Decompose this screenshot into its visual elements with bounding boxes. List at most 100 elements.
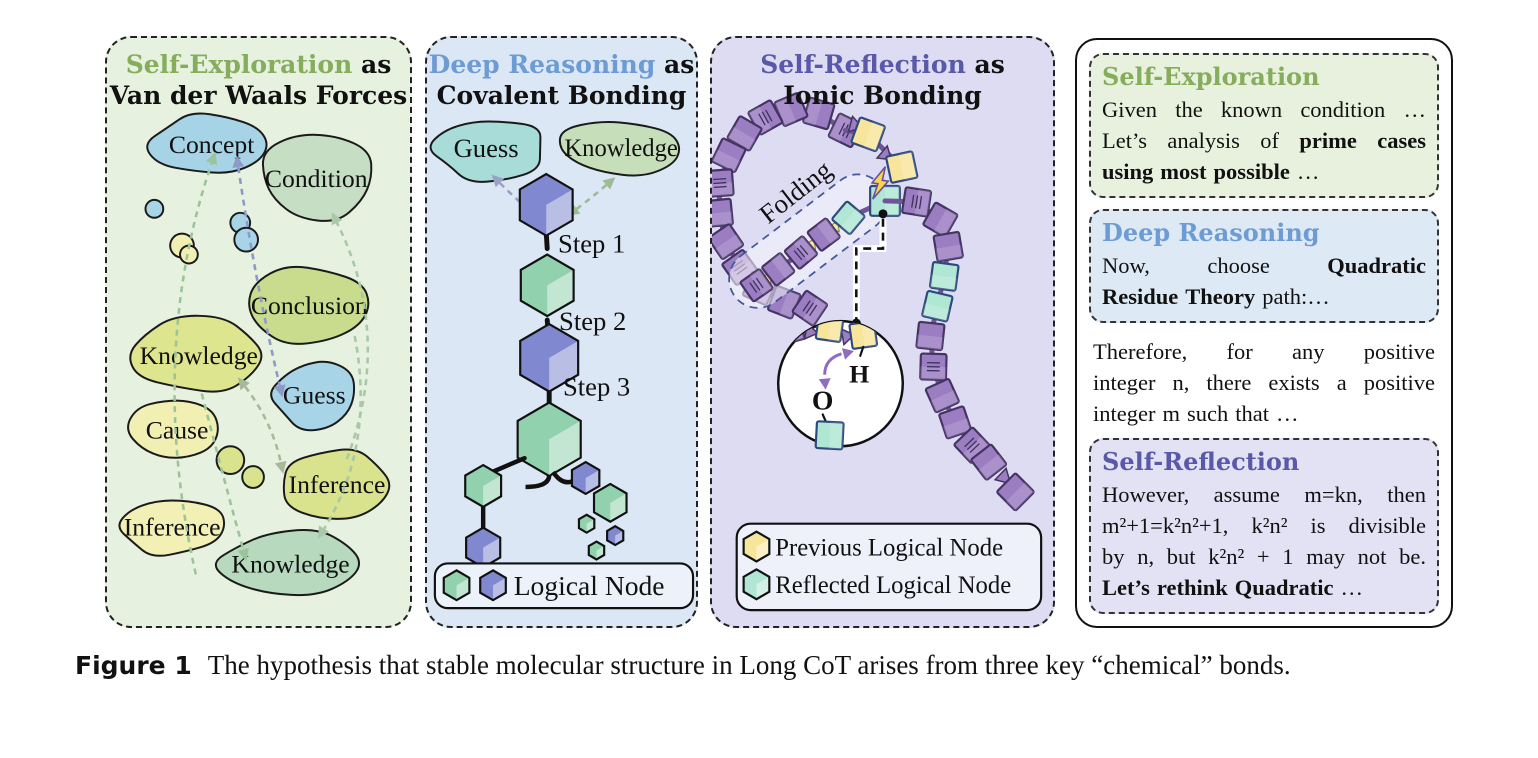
previous-node-cube — [850, 116, 886, 153]
text-word: … — [1340, 575, 1364, 600]
dashed-arrow — [335, 222, 370, 460]
blob-guess — [270, 360, 356, 432]
cloud-guess-label: Guess — [454, 133, 519, 163]
previous-nodes — [842, 114, 919, 200]
small-hexagon — [464, 463, 503, 509]
text-word: a — [1336, 370, 1347, 395]
example-title-self-exploration: Self-Exploration — [1102, 62, 1320, 91]
cloud-knowledge — [558, 121, 681, 177]
text-word: known — [1220, 97, 1283, 122]
logical-cube — [761, 252, 796, 287]
hexagon-step-3 — [516, 401, 582, 478]
panel-deep-reasoning: Deep Reasoning as Covalent Bonding Guess… — [425, 36, 698, 628]
logical-cube — [970, 443, 1008, 481]
text-word: m — [1162, 401, 1180, 426]
text-word: not — [1357, 544, 1387, 569]
legend-logical-node: Logical Node — [433, 562, 695, 610]
molecule-blobs: ConceptConditionConclusionKnowledgeGuess… — [118, 112, 391, 597]
logical-cube — [932, 230, 964, 263]
blob-label: Guess — [283, 380, 346, 409]
bond — [489, 455, 527, 475]
legend-hexagon-purple — [479, 569, 507, 602]
example-title-deep-reasoning: Deep Reasoning — [1102, 218, 1320, 247]
reflected-node-cube — [921, 289, 954, 323]
text-word: rethink — [1156, 575, 1228, 600]
text-word: Let’s — [1102, 128, 1147, 153]
attraction-arrows — [173, 151, 370, 575]
reflected-node-cube — [814, 420, 845, 451]
step-3-label: Step 3 — [563, 371, 630, 401]
text-word: m=kn, — [1304, 482, 1363, 507]
text-word: n, — [1172, 370, 1190, 395]
blob-knowledge — [129, 314, 263, 393]
text-word: possible — [1213, 159, 1290, 184]
text-word: However, — [1102, 482, 1190, 507]
logical-cube — [783, 235, 818, 270]
logical-cube — [915, 320, 946, 352]
text-word: is — [1310, 513, 1326, 538]
small-hexagon — [587, 540, 606, 561]
text-word: integer — [1093, 370, 1156, 395]
blob-label: Knowledge — [140, 341, 258, 370]
example-title-self-reflection: Self-Reflection — [1102, 447, 1300, 476]
text-word: m²+1=k²n²+1, — [1102, 513, 1229, 538]
blob-condition — [261, 133, 373, 222]
chain-arrowhead — [993, 466, 1012, 485]
arrowhead — [331, 212, 343, 226]
text-word: n, — [1137, 544, 1155, 569]
text-word: integer — [1093, 401, 1156, 426]
legend-reflected-label: Reflected Logical Node — [775, 572, 1011, 599]
logical-cube — [996, 472, 1035, 512]
text-word: choose — [1207, 253, 1270, 278]
caption-label: Figure 1 — [75, 651, 192, 680]
panel-self-reflection: Self-Reflection as Ionic Bonding Folding… — [710, 36, 1055, 628]
logical-cube — [802, 96, 836, 131]
figure-caption: Figure 1 The hypothesis that stable molec… — [75, 650, 1505, 681]
text-word: by — [1102, 544, 1125, 569]
reflected-node-cube — [928, 261, 960, 292]
caption-text: The hypothesis that stable molecular str… — [207, 650, 1291, 680]
folded-band — [739, 184, 901, 303]
text-word: Residue — [1102, 284, 1179, 309]
text-word: 1 — [1282, 544, 1294, 569]
blob-label: Concept — [169, 130, 254, 159]
text-word: positive — [1363, 370, 1435, 395]
small-hexagon — [606, 524, 625, 547]
arrowhead — [206, 151, 218, 166]
text-word: of — [1260, 128, 1279, 153]
logical-cube — [938, 405, 972, 440]
text-word: exists — [1268, 370, 1320, 395]
text-word: … — [1275, 401, 1299, 426]
small-hexagon — [592, 482, 628, 523]
logical-cube — [919, 352, 948, 382]
arrowhead — [317, 525, 330, 539]
text-word: may — [1306, 544, 1345, 569]
text-word: + — [1256, 544, 1270, 569]
arrowhead — [273, 384, 286, 398]
text-word: there — [1206, 370, 1252, 395]
blob-conclusion — [248, 265, 370, 345]
dashed-arrow — [200, 393, 245, 550]
legend-previous-label: Previous Logical Node — [775, 534, 1003, 561]
hydrogen-bond-inset: HO — [776, 319, 904, 451]
text-word: Now, — [1102, 253, 1150, 278]
text-word: condition — [1300, 97, 1386, 122]
text-word: be. — [1399, 544, 1426, 569]
panel-self-exploration: Self-Exploration as Van der Waals Forces… — [105, 36, 412, 628]
blob-cause — [127, 399, 219, 459]
blob-label: Knowledge — [231, 549, 349, 578]
text-word: Quadratic — [1327, 253, 1426, 278]
text-word: any — [1292, 339, 1325, 364]
text-word: the — [1175, 97, 1203, 122]
